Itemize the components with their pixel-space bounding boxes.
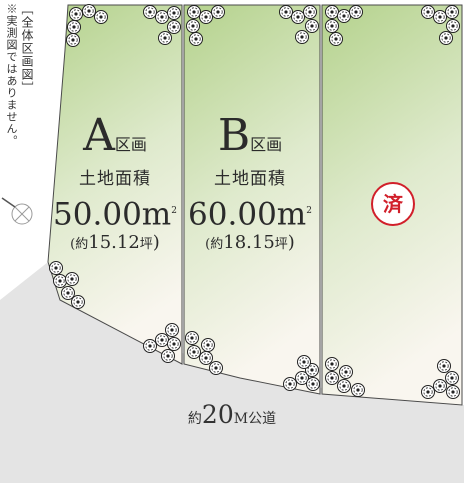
area-number: 60.00 <box>188 196 277 233</box>
road-suffix: 公道 <box>248 411 277 427</box>
road-prefix: 約 <box>187 411 202 427</box>
lot-letter: B <box>217 110 251 161</box>
tsubo-open: (約 <box>205 237 224 253</box>
disclaimer-note: ※実測図ではありません。 <box>5 3 18 147</box>
area-unit-sup: 2 <box>306 206 312 216</box>
area-number: 50.00 <box>53 196 142 233</box>
road-unit: M <box>233 411 249 427</box>
sold-badge: 済 <box>371 182 415 226</box>
lot-tsubo-value: (約15.12坪) <box>50 232 180 256</box>
lot-area-value: 60.00m2 <box>185 193 315 232</box>
lot-suffix: 区画 <box>114 135 147 154</box>
lot-b-label: B区画 土地面積 60.00m2 (約18.15坪) <box>185 114 315 256</box>
lot-a-label: A区画 土地面積 50.00m2 (約15.12坪) <box>50 114 180 256</box>
tsubo-number: 15.12 <box>88 232 140 254</box>
tsubo-unit: 坪 <box>274 237 288 253</box>
road-width: 20 <box>201 400 234 429</box>
north-arrow-icon <box>1 197 33 225</box>
lot-tsubo-value: (約18.15坪) <box>185 232 315 256</box>
lot-area-value: 50.00m2 <box>50 193 180 232</box>
area-unit-sup: 2 <box>171 206 177 216</box>
tsubo-number: 18.15 <box>223 232 275 254</box>
area-unit: m <box>276 196 307 233</box>
road <box>0 262 464 483</box>
tsubo-close: ) <box>287 232 295 254</box>
road-label: 約20M公道 <box>0 400 464 429</box>
lot-a <box>47 4 183 365</box>
tsubo-open: (約 <box>70 237 89 253</box>
lot-letter: A <box>83 110 115 161</box>
lot-area-label: 土地面積 <box>214 169 286 189</box>
area-unit: m <box>141 196 172 233</box>
tsubo-unit: 坪 <box>139 237 153 253</box>
plan-title: ［全体区画図］ <box>20 3 34 94</box>
lot-area-label: 土地面積 <box>79 169 151 189</box>
tsubo-close: ) <box>152 232 160 254</box>
lot-b <box>183 4 321 395</box>
lot-suffix: 区画 <box>250 135 283 154</box>
